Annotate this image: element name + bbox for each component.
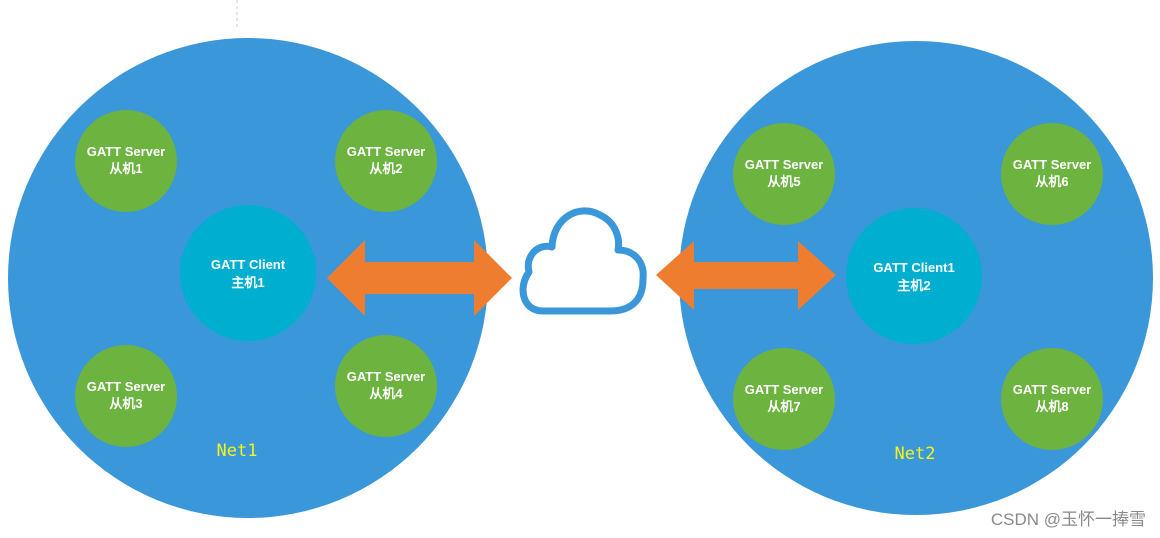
net1-label: Net1 (217, 441, 258, 461)
server-6-type-label: GATT Server (1013, 157, 1092, 172)
cloud-icon (519, 207, 647, 315)
server-2-name-label: 从机2 (369, 161, 402, 176)
net2-server-8: GATT Server 从机8 (1001, 348, 1103, 450)
net2-client: GATT Client1 主机2 (846, 208, 982, 344)
server-8-name-label: 从机8 (1035, 399, 1068, 414)
double-arrow-icon (656, 241, 836, 310)
server-2-type-label: GATT Server (347, 144, 426, 159)
net1-server-1: GATT Server 从机1 (75, 110, 177, 212)
server-5-name-label: 从机5 (767, 174, 800, 189)
net2-server-6: GATT Server 从机6 (1001, 123, 1103, 225)
server-1-type-label: GATT Server (87, 144, 166, 159)
server-3-name-label: 从机3 (109, 396, 142, 411)
server-6-name-label: 从机6 (1035, 174, 1068, 189)
net2-server-7: GATT Server 从机7 (733, 348, 835, 450)
server-5-type-label: GATT Server (745, 157, 824, 172)
client-1-type-label: GATT Client (211, 257, 286, 272)
server-3-type-label: GATT Server (87, 379, 166, 394)
net1-server-4: GATT Server 从机4 (335, 335, 437, 437)
server-4-type-label: GATT Server (347, 369, 426, 384)
server-4-name-label: 从机4 (369, 386, 403, 401)
net2-label: Net2 (895, 444, 936, 464)
server-7-type-label: GATT Server (745, 382, 824, 397)
watermark: CSDN @玉怀一捧雪 (990, 510, 1146, 529)
server-1-name-label: 从机1 (109, 161, 142, 176)
net1-server-3: GATT Server 从机3 (75, 345, 177, 447)
client-1-name-label: 主机1 (231, 275, 264, 290)
server-8-type-label: GATT Server (1013, 382, 1092, 397)
net2-server-5: GATT Server 从机5 (733, 123, 835, 225)
double-arrow-icon (327, 240, 512, 316)
net1-server-2: GATT Server 从机2 (335, 110, 437, 212)
server-7-name-label: 从机7 (767, 399, 800, 414)
client-2-type-label: GATT Client1 (873, 260, 954, 275)
client-2-name-label: 主机2 (897, 278, 930, 293)
net1-client: GATT Client 主机1 (180, 205, 316, 341)
